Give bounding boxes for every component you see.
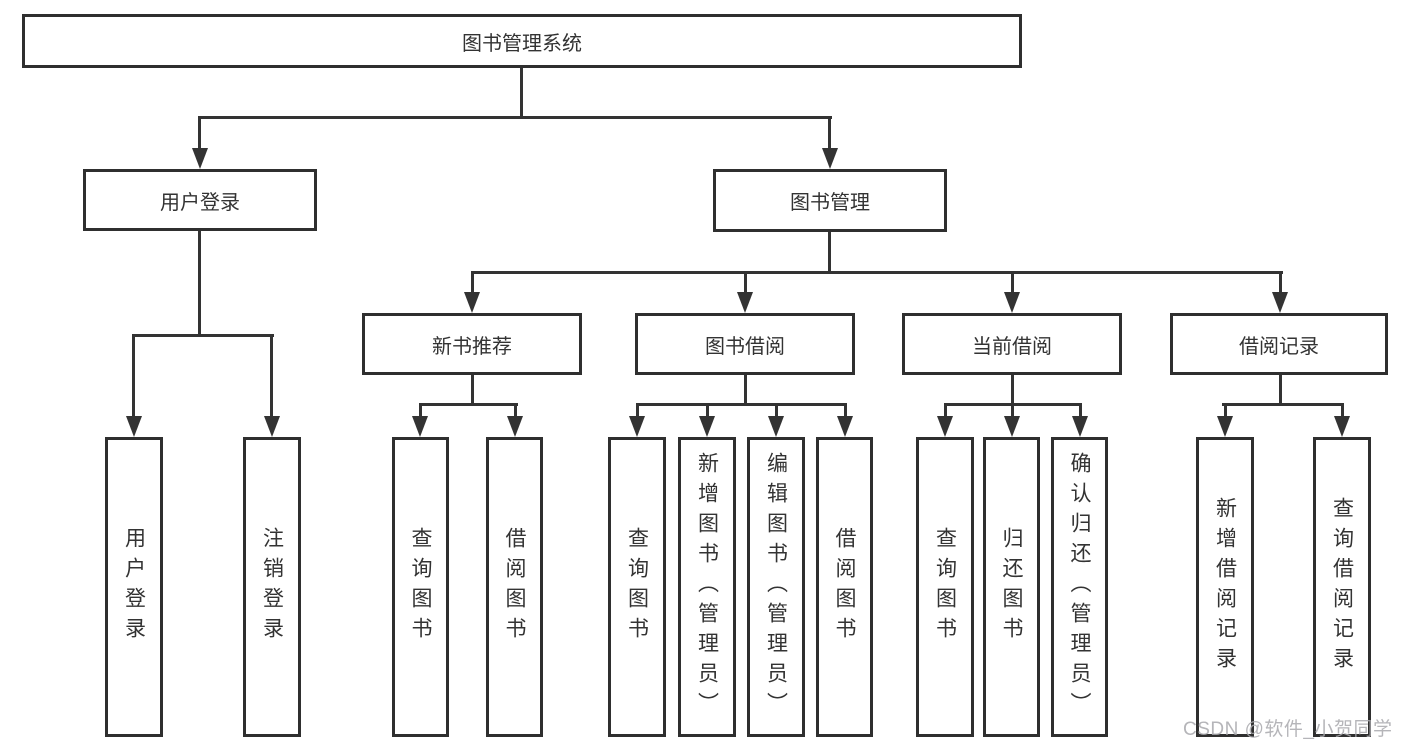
node-label: 编辑图书（管理员） bbox=[764, 452, 788, 722]
arrow-down-icon bbox=[126, 416, 142, 437]
leaf-query-books-borrowing: 查询图书 bbox=[608, 437, 666, 737]
leaf-borrow-books-recommend: 借阅图书 bbox=[486, 437, 543, 737]
connector-drop bbox=[1341, 403, 1344, 419]
leaf-query-books-recommend: 查询图书 bbox=[392, 437, 449, 737]
node-book-management: 图书管理 bbox=[713, 169, 947, 232]
leaf-return-books: 归还图书 bbox=[983, 437, 1040, 737]
connector-stub bbox=[1279, 375, 1282, 406]
arrow-down-icon bbox=[937, 416, 953, 437]
leaf-confirm-return-admin: 确认归还（管理员） bbox=[1051, 437, 1108, 737]
arrow-down-icon bbox=[464, 292, 480, 313]
node-current-borrowing: 当前借阅 bbox=[902, 313, 1122, 375]
node-user-login: 用户登录 bbox=[83, 169, 317, 231]
connector-drop bbox=[1011, 271, 1014, 293]
arrow-down-icon bbox=[1004, 416, 1020, 437]
connector-book-management-stub bbox=[828, 232, 831, 274]
node-label: 用户登录 bbox=[122, 527, 146, 647]
arrow-down-icon bbox=[737, 292, 753, 313]
connector-drop bbox=[419, 403, 422, 419]
leaf-borrow-books: 借阅图书 bbox=[816, 437, 873, 737]
leaf-edit-books-admin: 编辑图书（管理员） bbox=[747, 437, 805, 737]
node-label: 用户登录 bbox=[160, 191, 240, 214]
node-label: 新增借阅记录 bbox=[1213, 497, 1237, 677]
arrow-down-icon bbox=[412, 416, 428, 437]
arrow-down-icon bbox=[1272, 292, 1288, 313]
connector-stub bbox=[1011, 375, 1014, 406]
node-label: 查询图书 bbox=[625, 527, 649, 647]
connector-drop bbox=[270, 334, 273, 418]
node-label: 查询图书 bbox=[409, 527, 432, 647]
node-borrow-records: 借阅记录 bbox=[1170, 313, 1388, 375]
connector-root-stub bbox=[520, 68, 523, 118]
leaf-logout: 注销登录 bbox=[243, 437, 301, 737]
node-label: 图书管理 bbox=[790, 192, 870, 214]
connector-drop bbox=[132, 334, 135, 418]
node-label: 查询图书 bbox=[933, 527, 957, 647]
node-label: 借阅图书 bbox=[503, 527, 526, 647]
connector-drop-user-login bbox=[198, 116, 201, 152]
connector-rail bbox=[1222, 403, 1343, 406]
arrow-down-icon bbox=[822, 148, 838, 169]
connector-user-login-rail bbox=[133, 334, 274, 337]
connector-drop bbox=[1079, 403, 1082, 419]
connector-drop bbox=[636, 403, 639, 419]
arrow-down-icon bbox=[1004, 292, 1020, 313]
node-label: 注销登录 bbox=[260, 527, 284, 647]
node-label: 图书借阅 bbox=[705, 335, 785, 358]
node-label: 借阅图书 bbox=[833, 527, 856, 647]
connector-drop bbox=[1279, 271, 1282, 293]
node-label: 借阅记录 bbox=[1239, 335, 1319, 358]
connector-drop bbox=[1011, 403, 1014, 419]
node-label: 归还图书 bbox=[1000, 527, 1023, 647]
arrow-down-icon bbox=[699, 416, 715, 437]
connector-level1-rail bbox=[198, 116, 832, 119]
leaf-add-books-admin: 新增图书（管理员） bbox=[678, 437, 736, 737]
connector-drop bbox=[471, 271, 474, 293]
leaf-query-books-current: 查询图书 bbox=[916, 437, 974, 737]
node-label: 图书管理系统 bbox=[462, 32, 582, 55]
node-label: 新书推荐 bbox=[432, 335, 512, 358]
node-new-book-recommend: 新书推荐 bbox=[362, 313, 582, 375]
connector-rail bbox=[636, 403, 847, 406]
arrow-down-icon bbox=[264, 416, 280, 437]
connector-rail bbox=[419, 403, 518, 406]
connector-level2-rail bbox=[471, 271, 1283, 274]
connector-drop bbox=[706, 403, 709, 419]
connector-drop bbox=[514, 403, 517, 419]
connector-drop bbox=[744, 271, 747, 293]
connector-drop bbox=[944, 403, 947, 419]
arrow-down-icon bbox=[837, 416, 853, 437]
leaf-user-login: 用户登录 bbox=[105, 437, 163, 737]
connector-drop-book-management bbox=[828, 116, 831, 152]
node-label: 确认归还（管理员） bbox=[1068, 452, 1091, 722]
connector-user-login-stub bbox=[198, 231, 201, 337]
node-label: 新增图书（管理员） bbox=[695, 452, 719, 722]
arrow-down-icon bbox=[507, 416, 523, 437]
connector-stub bbox=[744, 375, 747, 406]
arrow-down-icon bbox=[1334, 416, 1350, 437]
arrow-down-icon bbox=[768, 416, 784, 437]
connector-stub bbox=[471, 375, 474, 406]
arrow-down-icon bbox=[1072, 416, 1088, 437]
node-book-borrowing: 图书借阅 bbox=[635, 313, 855, 375]
connector-drop bbox=[775, 403, 778, 419]
csdn-watermark: CSDN @软件_小贺同学 bbox=[1183, 719, 1393, 740]
leaf-add-borrow-record: 新增借阅记录 bbox=[1196, 437, 1254, 737]
node-label: 当前借阅 bbox=[972, 335, 1052, 358]
connector-drop bbox=[844, 403, 847, 419]
node-label: 查询借阅记录 bbox=[1330, 497, 1354, 677]
node-library-management-system: 图书管理系统 bbox=[22, 14, 1022, 68]
connector-drop bbox=[1224, 403, 1227, 419]
arrow-down-icon bbox=[192, 148, 208, 169]
leaf-query-borrow-record: 查询借阅记录 bbox=[1313, 437, 1371, 737]
arrow-down-icon bbox=[1217, 416, 1233, 437]
arrow-down-icon bbox=[629, 416, 645, 437]
